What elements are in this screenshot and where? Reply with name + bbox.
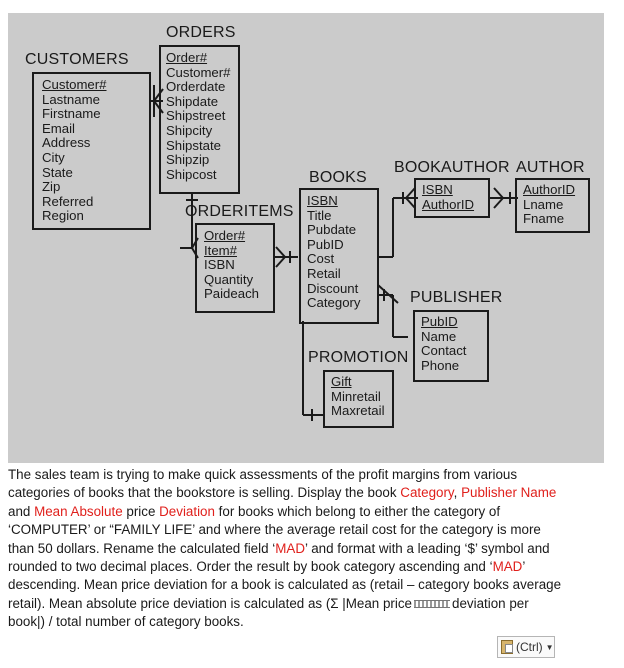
orders-field: Shipdate [166, 93, 219, 109]
author-fields: AuthorID Lname Fname [523, 182, 576, 227]
orders-field: Shipcity [166, 122, 213, 138]
publisher-field: Contact [421, 343, 467, 359]
description-text: and [8, 503, 35, 519]
books-fields: ISBN Title Pubdate PubID Cost Retail Dis… [307, 193, 361, 311]
description-text: ’ and format with a leading ‘$’ symbol a… [8, 540, 550, 575]
orders-field: Orderdate [166, 79, 226, 95]
publisher-field: PubID [421, 314, 458, 329]
promotion-entity: Gift Minretail Maxretail [323, 370, 394, 428]
customers-field: Address [42, 135, 91, 151]
orders-title: ORDERS [166, 24, 236, 41]
orderitems-field: Paideach [204, 286, 259, 302]
publisher-field: Phone [421, 357, 460, 373]
keyword-mad: MAD [275, 540, 305, 556]
description-text: for books which belong to either the cat… [8, 503, 541, 556]
clipboard-icon [501, 640, 513, 654]
orderitems-field: Item# [204, 242, 237, 258]
er-diagram: CUSTOMERS Customer# Lastname Firstname E… [8, 13, 604, 463]
customers-entity: Customer# Lastname Firstname Email Addre… [32, 72, 151, 230]
promotion-title: PROMOTION [308, 349, 409, 366]
orders-field: Shipcost [166, 166, 217, 182]
description-text: price [122, 503, 160, 519]
customers-title: CUSTOMERS [25, 51, 129, 68]
customers-field: Zip [42, 179, 61, 195]
customers-field: State [42, 164, 73, 180]
orderitems-field: Order# [204, 228, 246, 243]
customers-field: Customer# [42, 77, 107, 92]
orders-field: Customer# [166, 64, 231, 80]
books-field: Pubdate [307, 222, 357, 238]
customers-field: Referred [42, 193, 94, 209]
garbled-characters [414, 600, 451, 609]
books-field: Category [307, 295, 361, 311]
publisher-entity: PubID Name Contact Phone [413, 310, 489, 382]
books-field: Retail [307, 265, 341, 281]
bookauthor-field: AuthorID [422, 196, 475, 212]
description-text: deviation per book|) / total number of c… [8, 595, 529, 630]
customers-field: Region [42, 208, 84, 224]
promotion-field: Minretail [331, 388, 381, 404]
author-field: Lname [523, 196, 564, 212]
bookauthor-fields: ISBN AuthorID [422, 182, 475, 212]
bookauthor-field: ISBN [422, 182, 453, 197]
assignment-description: The sales team is trying to make quick a… [8, 466, 568, 632]
customers-field: Email [42, 120, 75, 136]
books-field: Discount [307, 280, 359, 296]
keyword-deviation: Deviation [159, 503, 215, 519]
books-entity: ISBN Title Pubdate PubID Cost Retail Dis… [299, 188, 379, 324]
orders-field: Shipzip [166, 152, 210, 168]
paste-options-label: (Ctrl) [516, 640, 543, 654]
promotion-field: Gift [331, 374, 352, 389]
customers-fields: Customer# Lastname Firstname Email Addre… [42, 77, 107, 224]
description-text: The sales team is trying to make quick a… [8, 467, 518, 501]
description-paragraph: The sales team is trying to make quick a… [8, 466, 568, 632]
publisher-field: Name [421, 328, 457, 344]
customers-field: Firstname [42, 106, 101, 122]
keyword-category: Category [400, 485, 454, 501]
customers-field: Lastname [42, 91, 100, 107]
books-title: BOOKS [309, 169, 367, 186]
promotion-fields: Gift Minretail Maxretail [331, 374, 385, 419]
customers-field: City [42, 149, 65, 165]
orders-fields: Order# Customer# Orderdate Shipdate Ship… [166, 50, 231, 182]
orderitems-fields: Order# Item# ISBN Quantity Paideach [204, 228, 259, 302]
orders-entity: Order# Customer# Orderdate Shipdate Ship… [159, 45, 240, 194]
orders-field: Shipstreet [166, 108, 226, 124]
description-text: ’ descending. Mean price deviation for a… [8, 559, 562, 611]
relationship-lines [151, 85, 518, 421]
books-field: PubID [307, 236, 344, 252]
books-field: Cost [307, 251, 335, 267]
orderitems-title: ORDERITEMS [185, 203, 294, 220]
paste-options-button[interactable]: (Ctrl) ▼ [497, 636, 555, 658]
promotion-field: Maxretail [331, 403, 385, 419]
books-field: Title [307, 207, 332, 223]
bookauthor-entity: ISBN AuthorID [414, 178, 490, 218]
keyword-publisher-name: Publisher Name [461, 485, 557, 501]
author-title: AUTHOR [516, 159, 585, 176]
publisher-fields: PubID Name Contact Phone [421, 314, 467, 373]
dropdown-arrow-icon: ▼ [545, 642, 554, 652]
publisher-title: PUBLISHER [410, 289, 503, 306]
author-entity: AuthorID Lname Fname [515, 178, 590, 233]
orderitems-entity: Order# Item# ISBN Quantity Paideach [195, 223, 275, 313]
orders-field: Shipstate [166, 137, 221, 153]
author-field: Fname [523, 211, 565, 227]
description-text: , [453, 485, 462, 501]
books-field: ISBN [307, 193, 338, 208]
orderitems-field: ISBN [204, 257, 235, 273]
keyword-mad: MAD [492, 559, 523, 575]
orderitems-field: Quantity [204, 271, 254, 287]
author-field: AuthorID [523, 182, 576, 197]
bookauthor-title: BOOKAUTHOR [394, 159, 510, 176]
orders-field: Order# [166, 50, 208, 65]
keyword-mean-absolute: Mean Absolute [34, 503, 123, 519]
